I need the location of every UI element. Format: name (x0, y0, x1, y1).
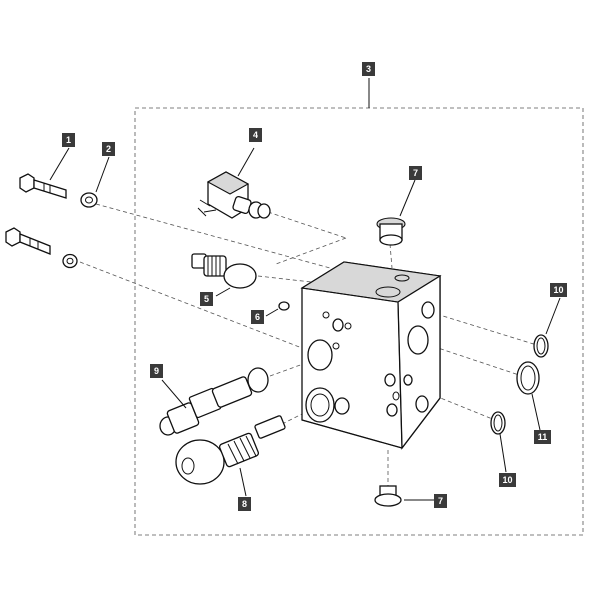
valve-block (300, 261, 442, 450)
small-plug-part-6 (265, 301, 290, 317)
assembly-boundary (134, 107, 584, 536)
callout-8: 8 (238, 497, 251, 511)
cartridge-valve-part-8 (175, 415, 286, 497)
callout-7-top: 7 (409, 166, 422, 180)
callout-9: 9 (150, 364, 163, 378)
o-ring-lower-part-10 (490, 411, 507, 473)
bolt-lower (5, 227, 51, 255)
solenoid-part-4 (197, 147, 271, 219)
callout-1: 1 (62, 133, 75, 147)
callout-11: 11 (534, 430, 551, 444)
callout-5: 5 (200, 292, 213, 306)
bolt-upper (19, 173, 67, 199)
cartridge-valve-part-9 (159, 367, 269, 436)
callout-2: 2 (102, 142, 115, 156)
o-ring-part-11 (516, 361, 541, 431)
callout-6: 6 (251, 310, 264, 324)
callout-10-upper: 10 (550, 283, 567, 297)
leader-2 (95, 156, 110, 193)
washer-upper (80, 192, 98, 208)
plug-bottom-part-7 (374, 485, 434, 507)
plug-top-part-7 (376, 179, 416, 246)
callout-3: 3 (362, 62, 375, 76)
cartridge-part-5 (191, 253, 257, 297)
callout-4: 4 (249, 128, 262, 142)
o-ring-upper-part-10 (533, 297, 561, 358)
washer-lower (62, 253, 78, 269)
leader-1 (49, 147, 70, 181)
callout-10-lower: 10 (499, 473, 516, 487)
callout-7-bottom: 7 (434, 494, 447, 508)
